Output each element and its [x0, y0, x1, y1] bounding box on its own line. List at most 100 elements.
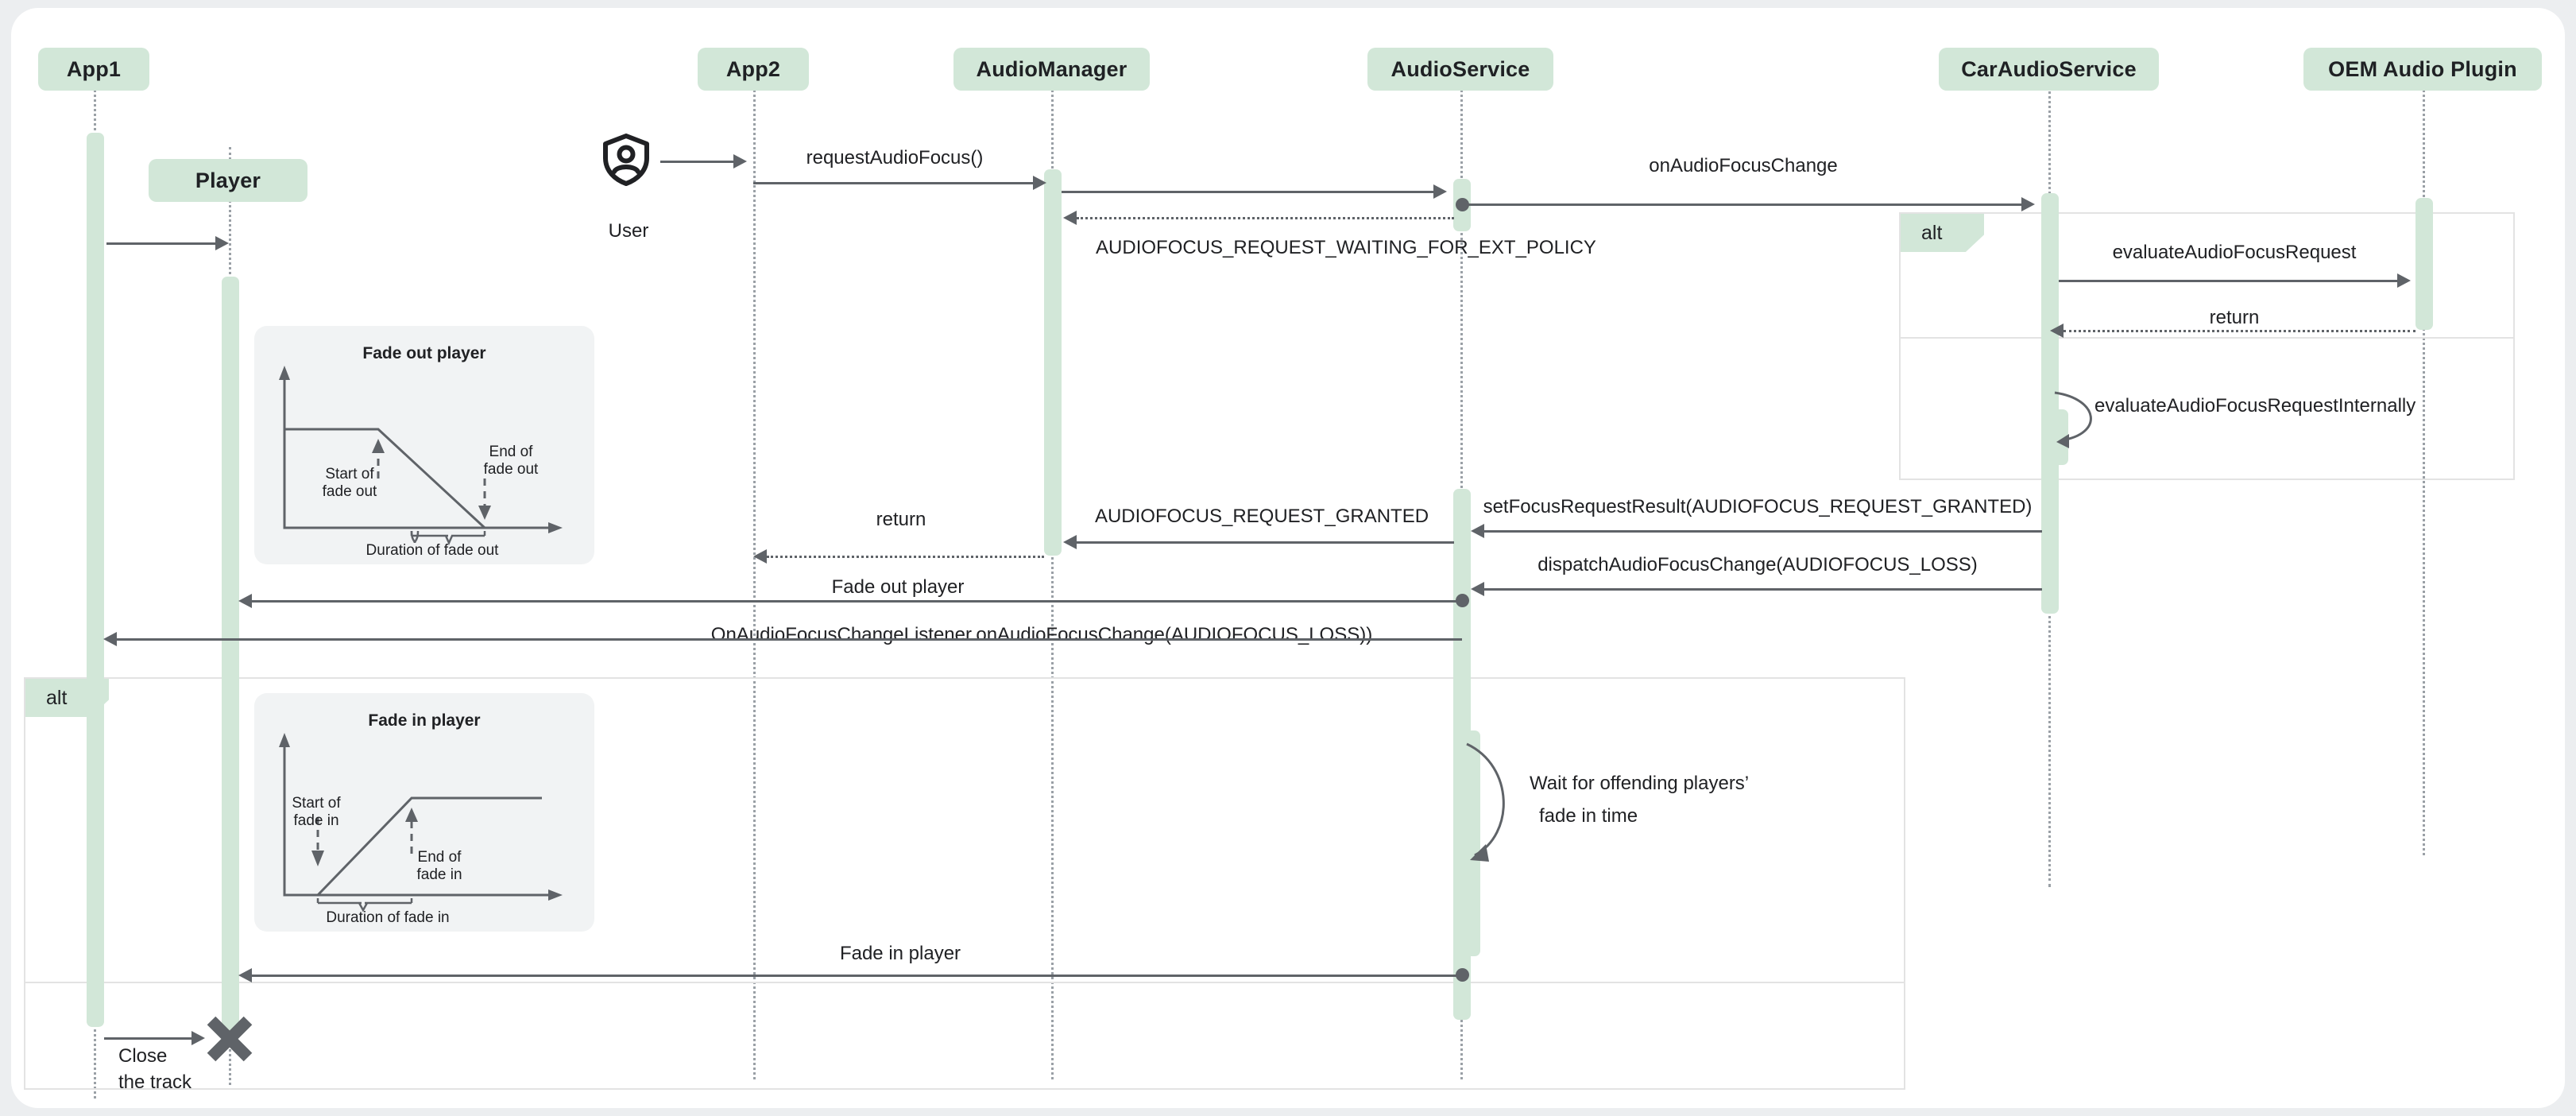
message-am-to-as-line: [1062, 191, 1433, 193]
activation-audioservice-self: [1463, 730, 1480, 956]
alt-label-left-text: alt: [46, 686, 68, 709]
message-dispatchfocuschange-label: dispatchAudioFocusChange(AUDIOFOCUS_LOSS…: [1537, 554, 1978, 575]
fade-in-start-label-l2: fade in: [293, 812, 339, 829]
activation-audiomanager: [1044, 169, 1062, 556]
lifeline-app2: [753, 52, 756, 1079]
message-focus-granted-line: [1077, 541, 1454, 544]
message-close-track-label-line1: Close: [118, 1045, 168, 1067]
message-fade-out-player-line: [252, 600, 1462, 603]
message-onaudiofocuschangelistener-label: OnAudioFocusChangeListener.onAudioFocusC…: [710, 624, 1373, 645]
fade-in-end-label-l1: End of: [417, 849, 462, 866]
message-fade-in-player-arrow: [238, 968, 252, 982]
alt-label-right-text: alt: [1921, 221, 1943, 244]
fade-in-note: Fade in player Start of fade in End of f…: [254, 693, 594, 932]
alt-fragment-right: [1899, 212, 2515, 480]
message-evaluate-request-label: evaluateAudioFocusRequest: [2112, 242, 2357, 263]
message-am-return-label: return: [876, 509, 926, 530]
participant-app2[interactable]: App2: [698, 48, 809, 91]
fade-out-end-label-l2: fade out: [483, 461, 539, 478]
destroy-x-icon: [207, 1016, 253, 1062]
fade-out-duration-label: Duration of fade out: [366, 542, 499, 559]
alt-separator-left: [25, 982, 1904, 983]
message-onaudiofocuschange-origin-ball: [1456, 198, 1469, 211]
fade-out-start-label-l1: Start of: [325, 466, 374, 482]
activation-caraudioservice-self: [2051, 409, 2068, 465]
message-evaluate-request-line: [2059, 280, 2397, 282]
message-wait-fade-in-line2: fade in time: [1539, 805, 1638, 827]
participant-caraudioservice-label: CarAudioService: [1961, 56, 2137, 81]
message-oem-return-label: return: [2209, 307, 2260, 328]
message-fade-out-player-label: Fade out player: [831, 576, 965, 598]
lifeline-audiomanager: [1051, 52, 1054, 1079]
message-onaudiofocuschange-arrow: [2021, 197, 2035, 211]
message-fade-in-player-line: [252, 975, 1462, 977]
fade-out-note-title: Fade out player: [362, 344, 486, 362]
message-evaluate-request-arrow: [2397, 273, 2411, 288]
message-focus-granted-arrow: [1063, 535, 1077, 549]
participant-audiomanager-label: AudioManager: [976, 56, 1127, 81]
message-onaudiofocuschange-label: onAudioFocusChange: [1649, 155, 1838, 176]
message-requestaudiofocus-line: [753, 182, 1033, 184]
participant-app1[interactable]: App1: [38, 48, 149, 91]
participant-app2-label: App2: [725, 56, 781, 81]
message-user-to-app2-arrow: [733, 154, 747, 169]
message-waiting-ext-policy-label: AUDIOFOCUS_REQUEST_WAITING_FOR_EXT_POLIC…: [1096, 237, 1596, 258]
message-oem-return-arrow: [2050, 324, 2064, 338]
message-fade-in-player-label: Fade in player: [839, 943, 961, 964]
message-close-track-arrow: [191, 1031, 205, 1045]
actor-user-label: User: [608, 220, 649, 242]
message-app1-to-player-arrow: [215, 236, 229, 250]
shield-person-icon: [603, 134, 649, 186]
fade-out-start-label-l2: fade out: [322, 483, 377, 500]
message-setfocusrequestresult-label: setFocusRequestResult(AUDIOFOCUS_REQUEST…: [1483, 496, 2033, 517]
message-fade-out-origin-ball: [1456, 594, 1469, 607]
activation-player: [222, 277, 239, 1033]
message-dispatchfocuschange-line: [1484, 588, 2042, 591]
message-requestaudiofocus-arrow: [1033, 176, 1046, 190]
message-close-track-label-line2: the track: [118, 1071, 192, 1093]
message-fade-out-player-arrow: [238, 594, 252, 608]
fade-in-chart: [279, 733, 563, 913]
message-waiting-ext-policy-line: [1077, 217, 1454, 219]
alt-separator-right: [1901, 337, 2513, 339]
participant-oemaudioplugin-label: OEM Audio Plugin: [2328, 56, 2517, 81]
message-setfocusrequestresult-arrow: [1471, 524, 1484, 538]
message-evaluate-internally-label: evaluateAudioFocusRequestInternally: [2094, 395, 2416, 417]
message-onaudiofocuschangelistener-arrow: [103, 632, 117, 646]
message-requestaudiofocus-label: requestAudioFocus(): [806, 147, 984, 169]
fade-in-duration-label: Duration of fade in: [326, 909, 450, 926]
participant-player-label: Player: [195, 168, 261, 192]
alt-fragment-left: [24, 677, 1905, 1090]
participant-audioservice[interactable]: AudioService: [1367, 48, 1553, 91]
participant-audiomanager[interactable]: AudioManager: [953, 48, 1150, 91]
fade-out-chart: [279, 366, 563, 546]
message-wait-fade-in-line1: Wait for offending players’: [1530, 773, 1750, 794]
fade-in-end-label-l2: fade in: [416, 866, 462, 883]
fade-in-start-label-l1: Start of: [292, 795, 341, 812]
message-evaluate-internally-selfloop: [2054, 391, 2092, 448]
message-am-to-as-arrow: [1433, 184, 1447, 199]
lifeline-oemaudioplugin: [2423, 52, 2425, 855]
message-oem-return-line: [2064, 330, 2415, 332]
participant-oemaudioplugin[interactable]: OEM Audio Plugin: [2303, 48, 2542, 91]
actor-user[interactable]: [601, 134, 651, 186]
message-waiting-ext-policy-arrow: [1063, 211, 1077, 225]
activation-app1: [87, 133, 104, 1027]
message-onaudiofocuschange-line: [1468, 203, 2021, 206]
alt-label-right: alt: [1901, 214, 1984, 252]
participant-player[interactable]: Player: [149, 159, 307, 202]
message-user-to-app2-line: [660, 161, 733, 163]
message-dispatchfocuschange-arrow: [1471, 582, 1484, 596]
message-wait-fade-in-selfloop: [1466, 742, 1505, 862]
activation-caraudioservice: [2041, 193, 2059, 614]
participant-caraudioservice[interactable]: CarAudioService: [1939, 48, 2159, 91]
message-focus-granted-label: AUDIOFOCUS_REQUEST_GRANTED: [1094, 506, 1429, 527]
message-close-track-line: [104, 1037, 191, 1040]
message-am-return-arrow: [753, 549, 767, 564]
fade-out-end-label-l1: End of: [489, 444, 533, 460]
message-am-return-line: [767, 556, 1044, 558]
message-onaudiofocuschangelistener-line: [117, 638, 1462, 641]
fade-in-note-title: Fade in player: [368, 711, 481, 730]
fade-out-note: Fade out player Start of fade out End of…: [254, 326, 594, 564]
